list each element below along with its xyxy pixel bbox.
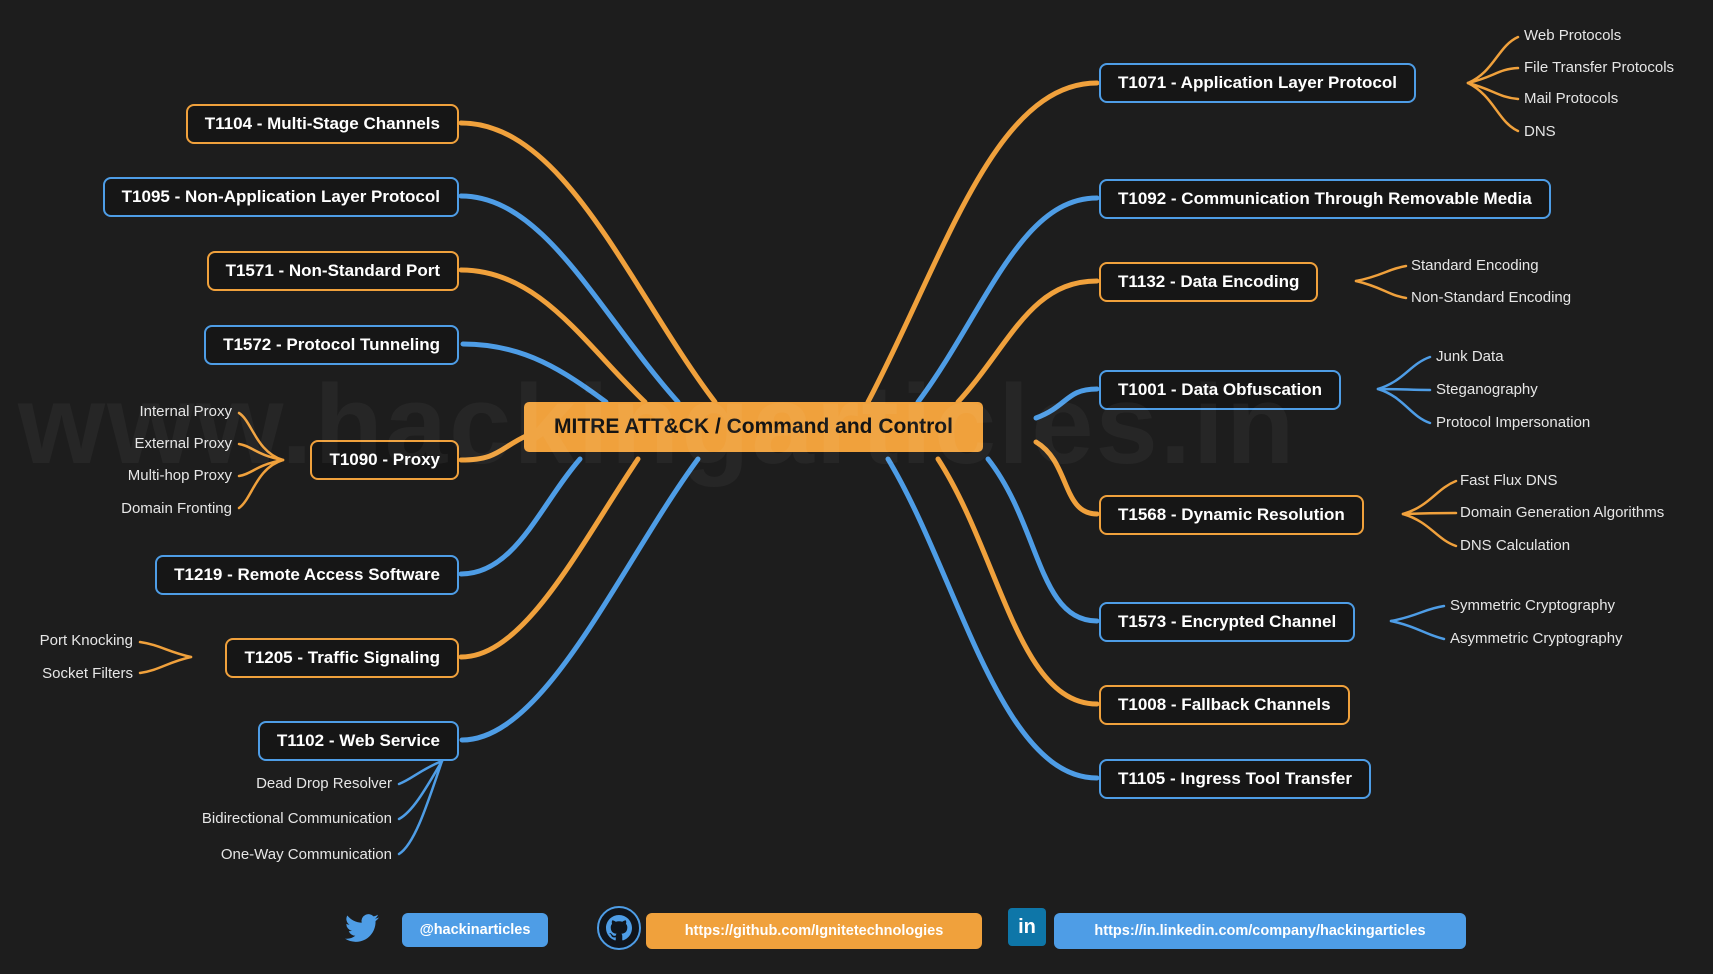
connector-t1071-dns [1466, 81, 1520, 133]
connector-t1090 [458, 433, 529, 463]
connector-t1105 [885, 456, 1100, 781]
node-t1095-non-application-layer-protocol[interactable]: T1095 - Non-Application Layer Protocol [102, 177, 459, 217]
node-t1219-remote-access-software[interactable]: T1219 - Remote Access Software [155, 555, 459, 595]
github-icon[interactable] [597, 906, 641, 950]
linkedin-in-glyph: in [1008, 908, 1046, 946]
leaf-fast-flux-dns: Fast Flux DNS [1460, 472, 1558, 489]
node-t1568-dynamic-resolution[interactable]: T1568 - Dynamic Resolution [1099, 495, 1364, 535]
connector-t1090-internal-proxy [237, 411, 285, 462]
node-t1001-data-obfuscation[interactable]: T1001 - Data Obfuscation [1099, 370, 1342, 410]
twitter-bird-glyph [345, 914, 379, 942]
connector-t1090-domain-fronting [237, 458, 285, 510]
leaf-external-proxy: External Proxy [134, 435, 232, 452]
node-t1092-communication-through-removable-media[interactable]: T1092 - Communication Through Removable … [1099, 179, 1551, 219]
connector-t1071 [865, 80, 1100, 405]
leaf-bidirectional-communication: Bidirectional Communication [201, 810, 392, 827]
linkedin-icon[interactable]: in [1008, 908, 1046, 946]
leaf-multi-hop-proxy: Multi-hop Proxy [127, 467, 232, 484]
connector-t1572 [460, 341, 609, 405]
node-t1104-multi-stage-channels[interactable]: T1104 - Multi-Stage Channels [185, 104, 459, 144]
connector-t1205-socket-filters [138, 655, 193, 675]
linkedin-url-button[interactable]: https://in.linkedin.com/company/hackinga… [1054, 913, 1466, 949]
connector-t1132 [955, 278, 1100, 405]
connector-t1095 [458, 193, 681, 405]
connector-t1568 [1033, 439, 1100, 517]
connector-t1008 [935, 456, 1100, 707]
connector-t1090-external-proxy [237, 442, 285, 462]
leaf-non-standard-encoding: Non-Standard Encoding [1411, 289, 1572, 306]
twitter-icon[interactable] [340, 908, 384, 948]
leaf-file-transfer-protocols: File Transfer Protocols [1524, 59, 1675, 76]
connector-t1102 [459, 456, 701, 743]
connector-t1568-dns-calculation [1401, 512, 1458, 548]
github-octocat-glyph [597, 906, 641, 950]
connector-t1568-fast-flux-dns [1401, 479, 1458, 516]
connector-t1001-protocol-impersonation [1376, 387, 1432, 425]
connector-t1071-mail-protocols [1466, 81, 1520, 101]
node-t1071-application-layer-protocol[interactable]: T1071 - Application Layer Protocol [1099, 63, 1416, 103]
leaf-steganography: Steganography [1436, 381, 1538, 398]
node-t1205-traffic-signaling[interactable]: T1205 - Traffic Signaling [225, 638, 459, 678]
leaf-port-knocking: Port Knocking [39, 632, 133, 649]
connector-t1102-one-way-communication [397, 759, 444, 856]
node-t1008-fallback-channels[interactable]: T1008 - Fallback Channels [1099, 685, 1350, 725]
github-url-button[interactable]: https://github.com/Ignitetechnologies [646, 913, 982, 949]
leaf-dns: DNS [1524, 123, 1556, 140]
leaf-dead-drop-resolver: Dead Drop Resolver [256, 775, 392, 792]
connector-t1573-asymmetric-cryptography [1389, 619, 1446, 641]
connector-t1071-web-protocols [1466, 35, 1520, 85]
twitter-handle-button[interactable]: @hackinarticles [402, 913, 548, 947]
node-t1571-non-standard-port[interactable]: T1571 - Non-Standard Port [206, 251, 459, 291]
leaf-mail-protocols: Mail Protocols [1524, 90, 1619, 107]
leaf-web-protocols: Web Protocols [1524, 27, 1622, 44]
connector-t1001-junk-data [1376, 355, 1432, 391]
connector-t1132-standard-encoding [1354, 264, 1408, 283]
leaf-symmetric-cryptography: Symmetric Cryptography [1450, 597, 1616, 614]
connector-t1219 [458, 456, 583, 577]
connector-t1071-file-transfer-protocols [1466, 66, 1520, 85]
connector-t1104 [458, 120, 718, 405]
leaf-one-way-communication: One-Way Communication [220, 846, 392, 863]
center-node-mitre-attack-command-and-control[interactable]: MITRE ATT&CK / Command and Control [524, 402, 983, 452]
connector-t1205 [458, 456, 641, 660]
leaf-junk-data: Junk Data [1436, 348, 1504, 365]
leaf-asymmetric-cryptography: Asymmetric Cryptography [1450, 630, 1623, 647]
connector-t1132-non-standard-encoding [1354, 279, 1408, 300]
connector-t1571 [458, 267, 648, 405]
connector-t1205-port-knocking [138, 640, 193, 659]
connector-t1001 [1033, 386, 1100, 421]
leaf-protocol-impersonation: Protocol Impersonation [1436, 414, 1591, 431]
leaf-domain-fronting: Domain Fronting [121, 500, 232, 517]
connector-t1102-dead-drop-resolver [397, 759, 444, 786]
connector-t1573-symmetric-cryptography [1389, 604, 1446, 623]
connector-t1573 [985, 456, 1100, 624]
connector-t1001-steganography [1376, 387, 1432, 392]
leaf-internal-proxy: Internal Proxy [139, 403, 232, 420]
node-t1132-data-encoding[interactable]: T1132 - Data Encoding [1099, 262, 1319, 302]
node-t1090-proxy[interactable]: T1090 - Proxy [310, 440, 459, 480]
leaf-socket-filters: Socket Filters [42, 665, 133, 682]
leaf-standard-encoding: Standard Encoding [1411, 257, 1539, 274]
connector-t1568-domain-generation-algorithms [1401, 511, 1458, 516]
connector-t1092 [915, 195, 1100, 405]
node-t1573-encrypted-channel[interactable]: T1573 - Encrypted Channel [1099, 602, 1356, 642]
node-t1102-web-service[interactable]: T1102 - Web Service [257, 721, 459, 761]
node-t1105-ingress-tool-transfer[interactable]: T1105 - Ingress Tool Transfer [1099, 759, 1371, 799]
node-t1572-protocol-tunneling[interactable]: T1572 - Protocol Tunneling [204, 325, 459, 365]
leaf-dns-calculation: DNS Calculation [1460, 537, 1571, 554]
leaf-domain-generation-algorithms: Domain Generation Algorithms [1460, 504, 1665, 521]
connector-t1102-bidirectional-communication [397, 759, 444, 821]
